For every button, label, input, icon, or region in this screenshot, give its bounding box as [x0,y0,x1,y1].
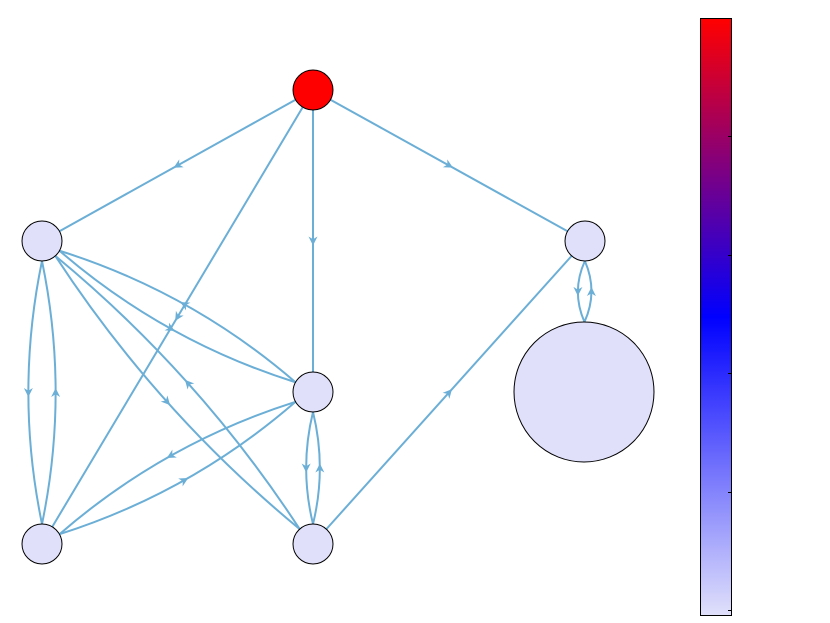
edge-arrowhead [573,286,583,296]
node-large-right [513,321,655,463]
edge-center-mid-to-bottom-left [58,400,296,535]
edge-arrowhead [175,310,184,321]
node-left-mid [21,220,63,262]
edge-arrowhead [315,463,325,473]
edge-arrowhead [173,159,184,168]
edge-arrowhead [51,388,61,397]
edge-arrowhead [164,322,175,331]
nodes-layer [21,69,655,565]
edge-arrowhead [184,379,195,390]
edge-arrowhead [178,477,189,487]
node-center-mid [292,371,334,413]
colorbar-tick [728,255,732,256]
edges-layer [23,98,596,536]
edge-bottom-center-to-left-mid [54,255,301,530]
colorbar [700,18,732,616]
colorbar-tick [728,136,732,137]
edge-arrowhead [308,236,318,246]
edge-arrowhead [23,388,33,397]
edge-arrowhead [180,302,191,311]
node-bottom-center [292,523,334,565]
node-right-mid [564,220,606,262]
edge-arrowhead [160,395,171,406]
edge-arrowhead [442,389,453,399]
colorbar-gradient [700,18,732,616]
edge-arrowhead [301,463,311,473]
edge-left-mid-to-bottom-center [54,255,301,530]
node-bottom-left [21,523,63,565]
edge-arrowhead [166,449,177,459]
colorbar-tick [728,610,732,611]
colorbar-tick [728,373,732,374]
edge-arrowhead [442,159,453,168]
edge-bottom-left-to-center-mid [59,401,297,536]
node-top [292,69,334,111]
colorbar-tick [728,492,732,493]
edge-arrowhead [586,287,596,297]
